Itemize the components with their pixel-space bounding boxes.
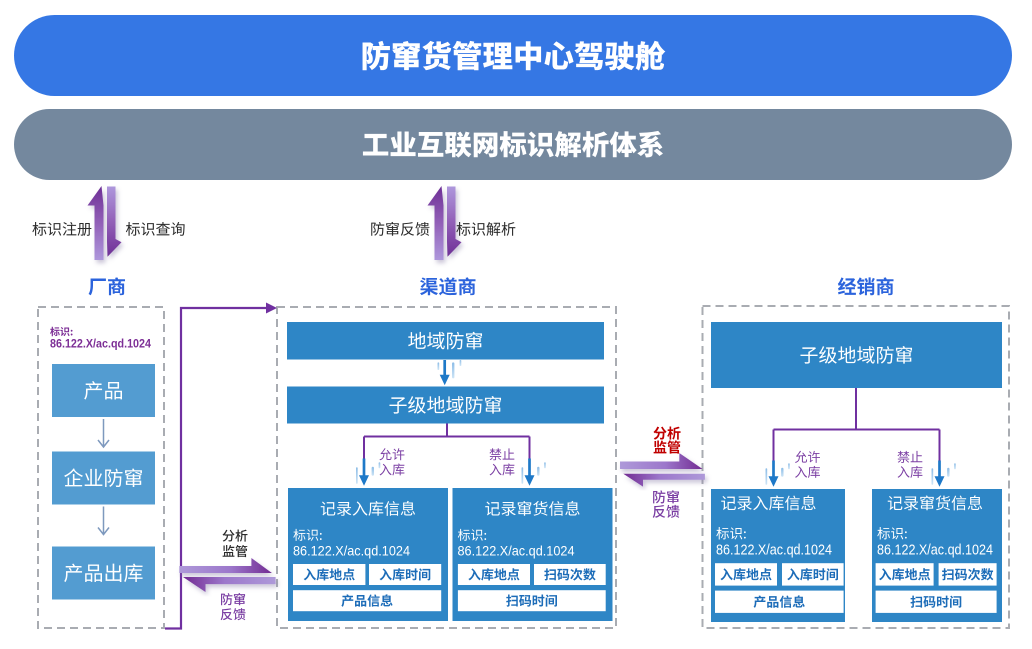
svg-text:86.122.X/ac.qd.1024: 86.122.X/ac.qd.1024 (50, 339, 152, 351)
svg-text:86.122.X/ac.qd.1024: 86.122.X/ac.qd.1024 (877, 542, 993, 558)
svg-text:86.122.X/ac.qd.1024: 86.122.X/ac.qd.1024 (293, 543, 410, 559)
svg-text:86.122.X/ac.qd.1024: 86.122.X/ac.qd.1024 (458, 543, 575, 559)
svg-text:86.122.X/ac.qd.1024: 86.122.X/ac.qd.1024 (716, 542, 832, 558)
